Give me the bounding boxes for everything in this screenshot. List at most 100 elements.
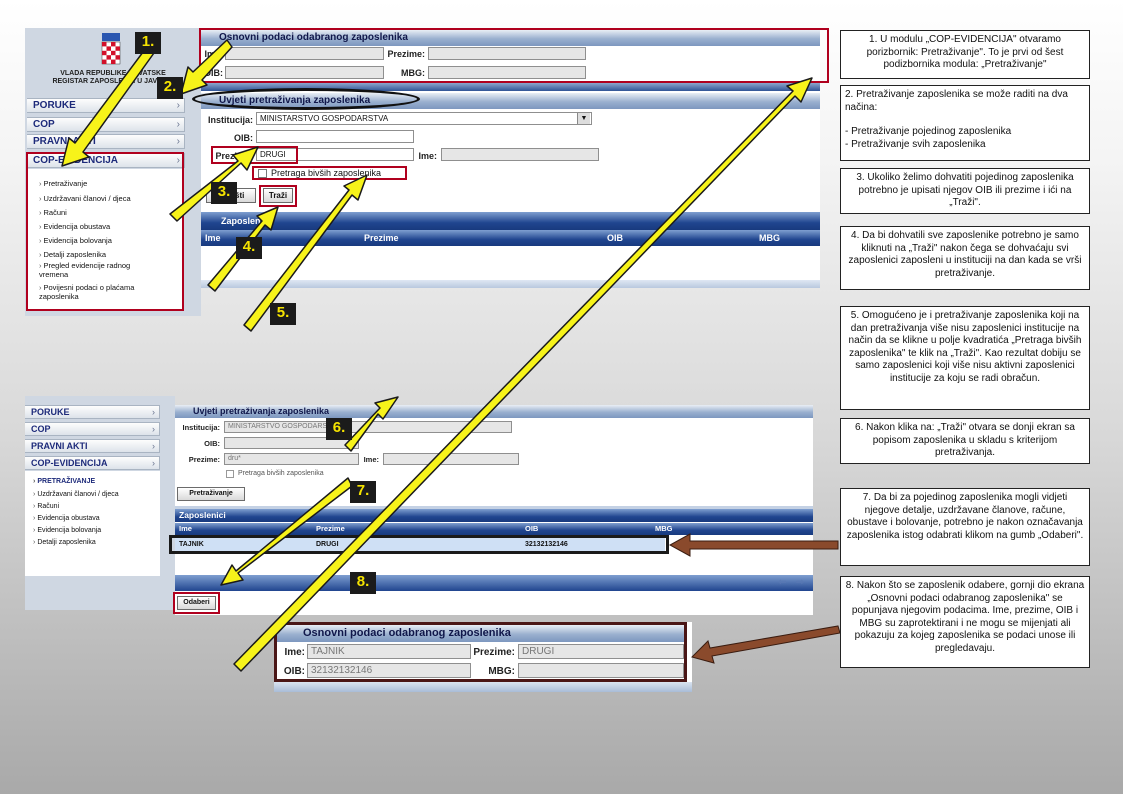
chevron-right-icon: › xyxy=(176,100,180,111)
row-highlight xyxy=(169,535,669,554)
chevron-right-icon: › xyxy=(152,424,155,434)
submenu-detalji[interactable]: Detalji zaposlenika xyxy=(39,250,107,259)
mbg-field xyxy=(428,66,586,79)
step-8: 8. xyxy=(350,572,376,594)
note-7: 7. Da bi za pojedinog zaposlenika mogli … xyxy=(840,488,1090,566)
submenu2-uzdrzavani[interactable]: Uzdržavani članovi / djeca xyxy=(33,490,118,499)
search-button[interactable]: Traži xyxy=(263,188,293,203)
results-columns xyxy=(201,230,820,246)
nav-cop-evidencija-2[interactable]: COP-EVIDENCIJA › xyxy=(25,456,160,470)
nav-cop-evidencija[interactable]: COP-EVIDENCIJA › xyxy=(27,153,185,168)
nav-poruke[interactable]: PORUKE › xyxy=(27,98,185,113)
note-2: 2. Pretraživanje zaposlenika se može rad… xyxy=(840,85,1090,161)
results-header-2: Zaposlenici xyxy=(175,509,813,522)
former-checkbox-2[interactable] xyxy=(226,470,234,478)
former-checkbox[interactable] xyxy=(258,169,267,178)
results-columns-2 xyxy=(175,523,813,535)
ime-search-label: Ime: xyxy=(418,151,437,161)
submenu2-racuni[interactable]: Računi xyxy=(33,502,59,511)
mbg-label: MBG: xyxy=(401,68,425,78)
nav-label: COP xyxy=(31,424,51,434)
ime-field xyxy=(225,47,384,60)
nav-label: PORUKE xyxy=(33,100,76,111)
nav-cop[interactable]: COP› xyxy=(27,117,185,132)
results-header: Zaposlenici xyxy=(201,212,820,230)
submenu-povijesni[interactable]: Povijesni podaci o plaćama zaposlenika xyxy=(39,283,157,301)
col2-prezime: Prezime xyxy=(316,524,345,533)
step-1: 1. xyxy=(135,32,161,54)
ime-label-2: Ime: xyxy=(363,455,379,464)
ime-search-input[interactable] xyxy=(441,148,599,161)
nav-label: COP xyxy=(33,119,55,130)
col-oib: OIB xyxy=(607,233,624,243)
ime-label: Ime: xyxy=(204,49,223,59)
step-5: 5. xyxy=(270,303,296,325)
chevron-right-icon: › xyxy=(152,441,155,451)
ime-input-2[interactable] xyxy=(383,453,519,465)
prezime-field xyxy=(428,47,586,60)
submenu-uzdrzavani[interactable]: Uzdržavani članovi / djeca xyxy=(39,194,131,203)
nav-label: COP-EVIDENCIJA xyxy=(31,458,108,468)
note-4: 4. Da bi dohvatili sve zaposlenike potre… xyxy=(840,226,1090,290)
note-2-item-1: - Pretraživanje pojedinog zaposlenika xyxy=(845,126,1012,137)
chevron-right-icon: › xyxy=(176,136,180,147)
submenu-bolovanja[interactable]: Evidencija bolovanja xyxy=(39,236,112,245)
chevron-down-icon[interactable]: ▼ xyxy=(577,113,590,124)
col2-ime: Ime xyxy=(179,524,192,533)
next-page-icon[interactable]: ⇨ xyxy=(796,577,805,588)
note-6: 6. Nakon klika na: „Traži" otvara se don… xyxy=(840,418,1090,464)
prezime-label: Prezime: xyxy=(387,49,425,59)
prezime-input-2[interactable]: dru* xyxy=(224,453,359,465)
basic-data-header: Osnovni podaci odabranog zaposlenika xyxy=(201,30,820,46)
note-2-item-2: - Pretraživanje svih zaposlenika xyxy=(845,138,986,150)
chevron-right-icon: › xyxy=(152,407,155,417)
nav-label: PRAVNI AKTI xyxy=(33,136,96,147)
step-3: 3. xyxy=(211,182,237,204)
former-label-2: Pretraga bivših zaposlenika xyxy=(238,470,324,477)
col-ime: Ime xyxy=(205,233,221,243)
step-7: 7. xyxy=(350,481,376,503)
submenu2-obustave[interactable]: Evidencija obustava xyxy=(33,514,99,523)
institucija-value: MINISTARSTVO GOSPODARSTVA xyxy=(260,114,389,123)
prev-page-icon[interactable]: ⇦ xyxy=(778,577,787,588)
prezime-search-input[interactable]: DRUGI xyxy=(256,148,414,161)
prezime-search-label: Prezime: xyxy=(215,151,253,161)
institucija-label-2: Institucija: xyxy=(182,423,220,432)
institucija-select[interactable]: MINISTARSTVO GOSPODARSTVA xyxy=(256,112,592,125)
nav-label: PORUKE xyxy=(31,407,70,417)
select-button[interactable]: Odaberi xyxy=(177,596,216,610)
former-label: Pretraga bivših zaposlenika xyxy=(271,168,382,178)
search-button-2[interactable]: Pretraživanje xyxy=(177,487,245,501)
submenu2-detalji[interactable]: Detalji zaposlenika xyxy=(33,538,95,547)
nav-cop-2[interactable]: COP › xyxy=(25,422,160,436)
oib-search-input[interactable] xyxy=(256,130,414,143)
top-sidebar: VLADA REPUBLIKE HRVATSKE REGISTAR ZAPOSL… xyxy=(25,28,201,316)
arrow-brown-8 xyxy=(691,625,841,664)
note-3: 3. Ukoliko želimo dohvatiti pojedinog za… xyxy=(840,168,1090,214)
note-1: 1. U modulu „COP-EVIDENCIJA" otvaramo po… xyxy=(840,30,1090,79)
row-ime: TAJNIK xyxy=(179,541,204,548)
oib-label-2: OIB: xyxy=(204,439,220,448)
submenu-racuni[interactable]: Računi xyxy=(39,208,67,217)
step-6: 6. xyxy=(326,418,352,440)
oib-field xyxy=(225,66,384,79)
oib-search-label: OIB: xyxy=(234,133,253,143)
results-bottom-strip xyxy=(201,280,820,288)
submenu-pretrazivanje[interactable]: Pretraživanje xyxy=(39,179,88,188)
submenu-radno-vrijeme[interactable]: Pregled evidencije radnog vremena xyxy=(39,261,149,279)
chevron-right-icon: › xyxy=(176,155,180,166)
institucija-label: Institucija: xyxy=(207,115,253,125)
nav-pravni-akti[interactable]: PRAVNI AKTI › xyxy=(27,134,185,149)
step-4: 4. xyxy=(236,237,262,259)
nav-pravni-akti-2[interactable]: PRAVNI AKTI› xyxy=(25,439,160,453)
note-2-intro: 2. Pretraživanje zaposlenika se može rad… xyxy=(845,89,1068,113)
chevron-right-icon: › xyxy=(152,458,155,468)
submenu2-pretrazivanje[interactable]: PRETRAŽIVANJE xyxy=(33,477,95,486)
nav-poruke-2[interactable]: PORUKE › xyxy=(25,405,160,419)
institucija-select-2[interactable]: MINISTARSTVO GOSPODARSTVA xyxy=(224,421,512,433)
coat-of-arms-icon xyxy=(100,33,122,67)
submenu-obustave[interactable]: Evidencija obustava xyxy=(39,222,111,231)
oib-label: OIB: xyxy=(204,68,223,78)
submenu2-bolovanja[interactable]: Evidencija bolovanja xyxy=(33,526,101,535)
nav-label: COP-EVIDENCIJA xyxy=(33,155,119,166)
